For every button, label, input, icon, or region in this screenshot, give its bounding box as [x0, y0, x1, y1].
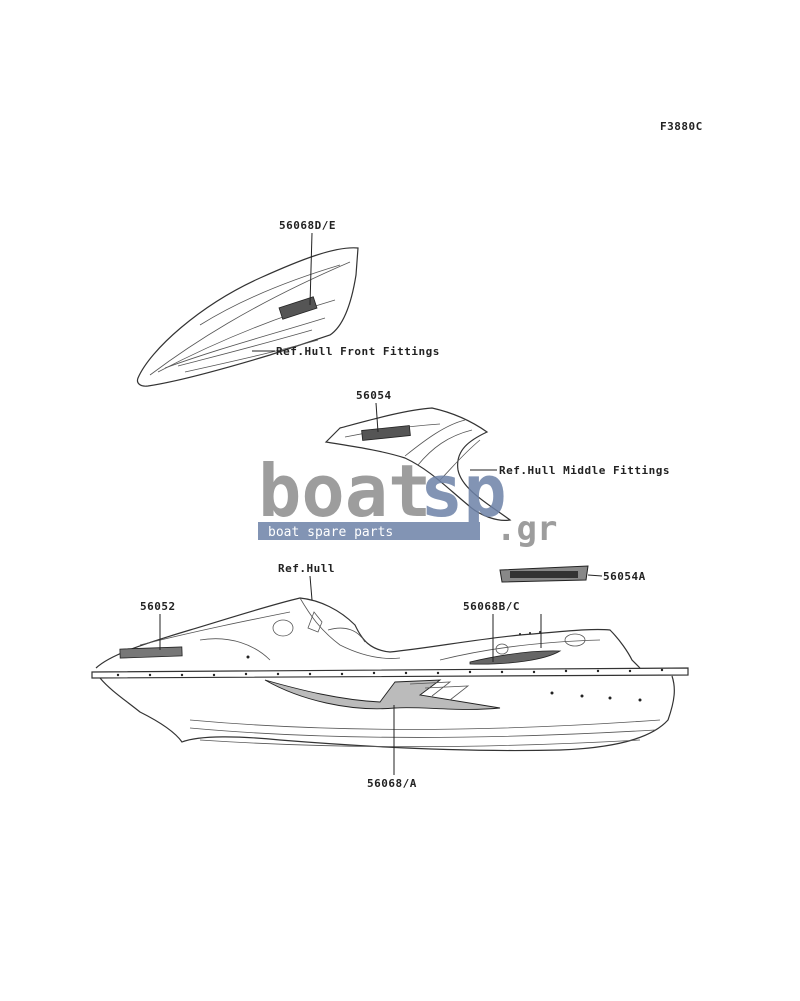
part-56068de-label: 56068D/E	[279, 219, 336, 232]
figure-code: F3880C	[660, 120, 703, 133]
leader-56054a	[587, 574, 603, 577]
badge-56054a-drawing	[499, 565, 589, 583]
part-56068a-label: 56068/A	[367, 777, 417, 790]
front-fitting-decal-drawing	[136, 247, 359, 387]
watermark-word-sp: sp	[420, 449, 507, 533]
part-56052-label: 56052	[140, 600, 176, 613]
part-56054a-label: 56054A	[603, 570, 646, 583]
leader-ref-hull	[309, 575, 313, 601]
part-56054-label: 56054	[356, 389, 392, 402]
leader-56054	[375, 402, 379, 433]
ref-hull-front-fittings-label: Ref.Hull Front Fittings	[276, 345, 440, 358]
ref-hull-middle-fittings-label: Ref.Hull Middle Fittings	[499, 464, 670, 477]
leader-56068de	[309, 232, 313, 306]
watermark-suffix: .gr	[496, 509, 557, 549]
watermark-tagline-bar	[258, 522, 480, 540]
watermark-word-boat: boat	[258, 449, 431, 533]
watercraft-hull-drawing	[91, 597, 689, 752]
middle-fitting-decal-drawing	[324, 407, 512, 521]
ref-hull-label: Ref.Hull	[278, 562, 335, 575]
part-56068bc-label: 56068B/C	[463, 600, 520, 613]
watermark-tagline: boat spare parts	[268, 525, 393, 540]
watermark-logo: boat sp .gr boat spare parts	[258, 449, 557, 549]
